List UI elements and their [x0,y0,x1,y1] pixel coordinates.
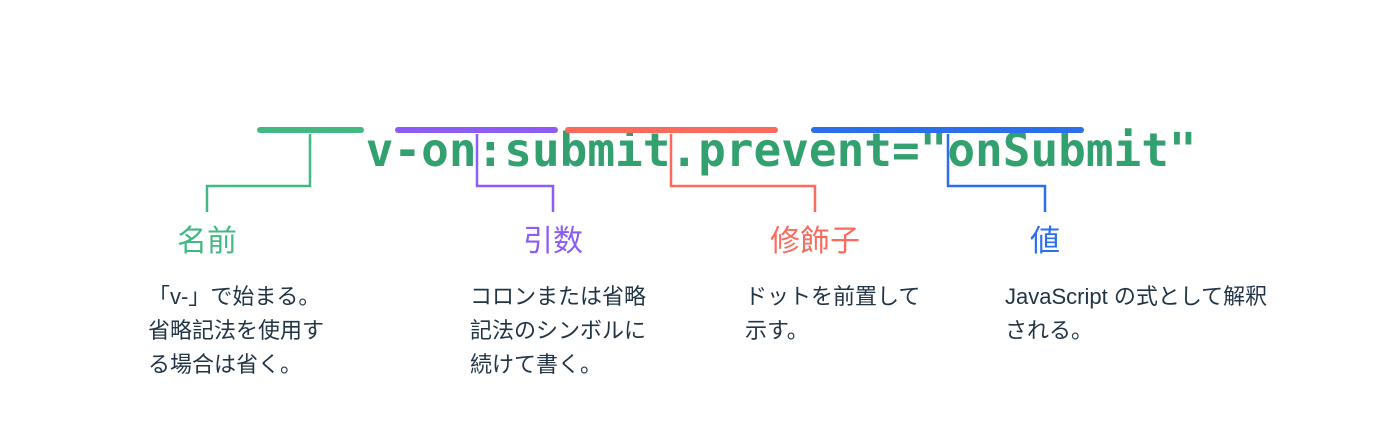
value-label: 値 [1030,225,1060,258]
name-description: 「v-」で始まる。省略記法を使用する場合は省く。 [148,284,325,377]
value-underline [810,127,1084,133]
argument-label: 引数 [523,225,583,258]
modifier-description: ドットを前置して示す。 [745,284,921,343]
modifier-underline [564,127,779,133]
value-description: JavaScript の式として解釈される。 [1005,284,1268,343]
name-label: 名前 [177,225,237,258]
argument-underline [395,127,558,133]
modifier-label: 修飾子 [770,225,860,258]
argument-description: コロンまたは省略記法のシンボルに続けて書く。 [470,284,647,377]
name-underline [257,127,364,133]
